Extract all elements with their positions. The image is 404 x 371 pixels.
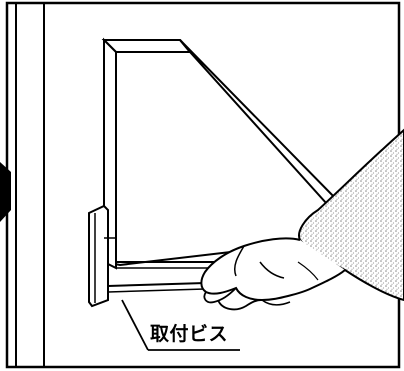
callout-leader xyxy=(122,300,148,350)
mounting-bracket xyxy=(89,206,108,306)
callout-label-mounting-screw: 取付ビス xyxy=(150,325,228,344)
screwdriver-shaft xyxy=(108,283,205,286)
arrow-right-icon xyxy=(0,162,11,222)
panel-top-edge xyxy=(104,40,190,52)
